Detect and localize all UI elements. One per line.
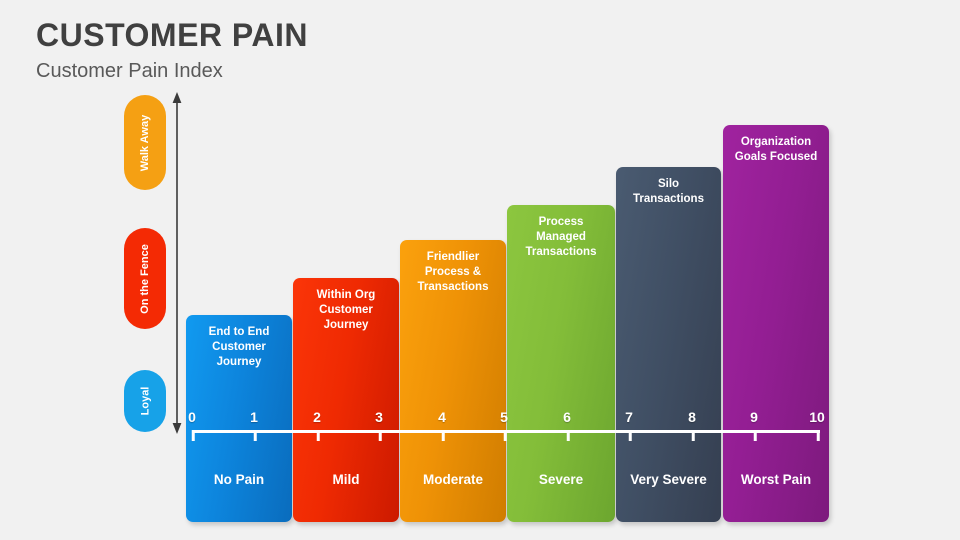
scale-number-0: 0 [188,409,196,425]
scale-number-row: 0 1 2 3 4 5 6 7 8 9 10 [186,409,826,427]
bar-top-label: End to End Customer Journey [208,326,270,368]
axis-tick-6 [566,430,570,441]
page-subtitle: Customer Pain Index [36,60,223,82]
axis-tick-4 [441,430,445,441]
bar-top-label: Friendlier Process & Transactions [417,251,489,293]
axis-tick-2 [316,430,320,441]
bar-bottom-label: Very Severe [630,472,707,487]
bar-top-label: Within Org Customer Journey [316,289,376,331]
sentiment-pill-loyal: Loyal [124,370,166,432]
scale-number-3: 3 [375,409,383,425]
sentiment-pill-label: Walk Away [139,114,152,171]
scale-number-7: 7 [625,409,633,425]
axis-tick-1 [253,430,257,441]
axis-tick-0 [191,430,195,441]
sentiment-pill-on-the-fence: On the Fence [124,228,166,329]
scale-number-6: 6 [563,409,571,425]
scale-number-1: 1 [250,409,258,425]
bar-bottom-label: Severe [538,472,584,487]
bar-bottom-label: Moderate [422,472,483,487]
bar-severe[interactable]: Process Managed Transactions Severe [507,205,615,522]
bar-worst-pain[interactable]: Organization Goals Focused Worst Pain [723,125,829,522]
bar-bottom-label: Mild [332,472,360,487]
scale-number-2: 2 [313,409,321,425]
bar-bottom-label: Worst Pain [740,472,812,487]
sentiment-pill-walk-away: Walk Away [124,95,166,190]
scale-number-10: 10 [809,409,825,425]
scale-number-5: 5 [500,409,508,425]
bar-top-label: Silo Transactions [633,178,704,205]
page-title: CUSTOMER PAIN [36,17,308,53]
scale-number-9: 9 [750,409,758,425]
bar-very-severe[interactable]: Silo Transactions Very Severe [616,167,721,522]
axis-tick-8 [691,430,695,441]
bar-no-pain[interactable]: End to End Customer Journey No Pain [186,315,292,522]
bar-moderate[interactable]: Friendlier Process & Transactions Modera… [400,240,506,522]
axis-tick-7 [628,430,632,441]
vertical-axis-arrow [172,92,182,434]
bar-top-label: Process Managed Transactions [525,216,597,258]
bar-mild[interactable]: Within Org Customer Journey Mild [293,278,399,522]
axis-tick-5 [503,430,507,441]
axis-tick-9 [753,430,757,441]
bar-bottom-label: No Pain [213,472,265,487]
scale-number-8: 8 [688,409,696,425]
axis-tick-10 [816,430,820,441]
scale-number-4: 4 [438,409,446,425]
sentiment-pill-label: On the Fence [139,243,151,314]
axis-tick-3 [378,430,382,441]
bar-top-label: Organization Goals Focused [734,136,818,163]
sentiment-pill-label: Loyal [138,386,151,416]
